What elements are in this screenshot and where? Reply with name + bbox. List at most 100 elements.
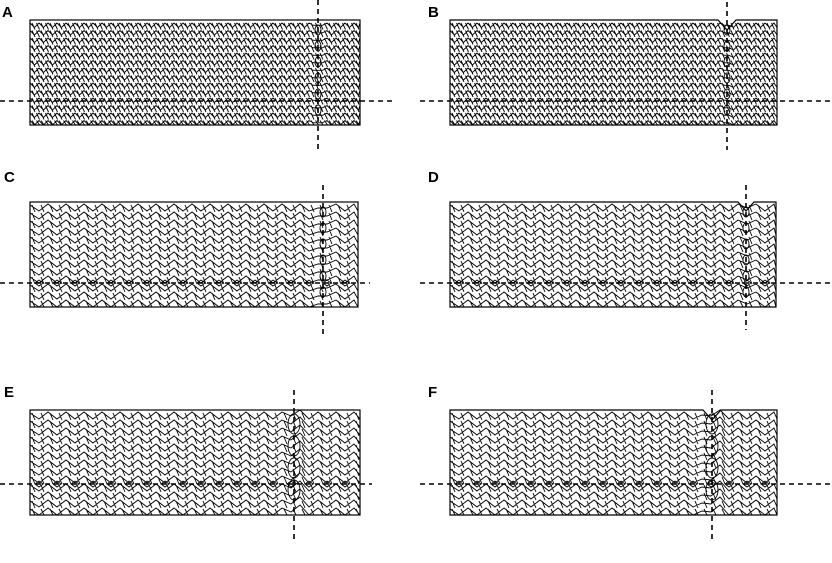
panel-b-pattern-defect-core bbox=[723, 88, 731, 100]
panel-e-pattern-axis-diamond bbox=[250, 480, 260, 488]
panel-f-pattern-axis-diamond bbox=[616, 480, 626, 488]
panel-e-pattern-axis-diamond bbox=[340, 480, 350, 488]
panel-b-pattern bbox=[449, 22, 778, 126]
panel-e-outline bbox=[29, 409, 361, 516]
panel-d-pattern bbox=[449, 203, 777, 308]
panel-a-pattern-defect-core bbox=[314, 104, 322, 116]
panel-c-pattern-texture bbox=[29, 203, 359, 308]
panel-e-pattern-axis-diamond bbox=[34, 480, 44, 488]
panel-e-pattern-axis-diamond bbox=[304, 480, 314, 488]
panel-d-pattern-axis-diamond bbox=[760, 279, 770, 287]
panel-f-pattern-axis-diamond bbox=[634, 480, 644, 488]
panel-c-outline bbox=[29, 201, 359, 308]
panel-e-pattern-axis-diamond bbox=[214, 480, 224, 488]
panel-e-pattern-axis-diamond bbox=[142, 480, 152, 488]
panel-d-pattern-axis-diamond bbox=[652, 279, 662, 287]
panel-e-pattern-axis-diamond bbox=[124, 480, 134, 488]
panel-e: E bbox=[0, 384, 372, 540]
panel-c-pattern-axis-diamond bbox=[340, 279, 350, 287]
panel-d-pattern-axis-diamond bbox=[634, 279, 644, 287]
panel-e-pattern-axis-diamond bbox=[196, 480, 206, 488]
panel-c-pattern-axis-diamond bbox=[304, 279, 314, 287]
panel-f-pattern-axis-diamond bbox=[526, 480, 536, 488]
panel-d-pattern-axis-diamond bbox=[580, 279, 590, 287]
panel-label-b: B bbox=[428, 4, 439, 21]
panel-d-pattern-axis-diamond bbox=[526, 279, 536, 287]
panel-c-pattern-axis-diamond bbox=[196, 279, 206, 287]
panel-d-pattern-texture bbox=[449, 203, 777, 308]
panel-c-pattern-axis-diamond bbox=[214, 279, 224, 287]
panel-b-outline bbox=[449, 19, 778, 126]
panel-c-pattern-axis-diamond bbox=[52, 279, 62, 287]
panel-f-pattern-axis-diamond bbox=[508, 480, 518, 488]
panel-label-a: A bbox=[2, 4, 13, 21]
panel-b-pattern-texture bbox=[449, 22, 778, 126]
panel-e-pattern-axis-diamond bbox=[286, 480, 296, 488]
panel-f-pattern-axis-diamond bbox=[742, 480, 752, 488]
panel-f-outline bbox=[449, 409, 778, 516]
panel-f-pattern-axis-diamond bbox=[562, 480, 572, 488]
panel-f-pattern-axis-diamond bbox=[652, 480, 662, 488]
panel-e-pattern-axis-diamond bbox=[70, 480, 80, 488]
panel-d-pattern-axis-diamond bbox=[508, 279, 518, 287]
panel-f-pattern bbox=[449, 409, 778, 516]
panel-e-pattern-axis-diamond bbox=[160, 480, 170, 488]
panel-d-pattern-axis-diamond bbox=[616, 279, 626, 287]
panel-c-pattern-axis-diamond bbox=[70, 279, 80, 287]
panel-d-pattern-axis-diamond bbox=[454, 279, 464, 287]
panel-d-pattern-axis-diamond bbox=[562, 279, 572, 287]
panel-a-pattern-defect-core bbox=[314, 24, 322, 36]
panel-c-pattern-axis-diamond bbox=[286, 279, 296, 287]
panel-d-pattern-axis-diamond bbox=[670, 279, 680, 287]
panel-c-pattern-axis-diamond bbox=[160, 279, 170, 287]
panel-e-pattern-texture bbox=[29, 409, 361, 516]
panel-e-pattern-axis-diamond bbox=[232, 480, 242, 488]
panel-label-f: F bbox=[428, 384, 437, 401]
panel-e-pattern bbox=[29, 409, 361, 516]
panel-a-outline bbox=[29, 19, 361, 126]
panel-c-pattern-axis-diamond bbox=[322, 279, 332, 287]
panel-c-pattern-axis-diamond bbox=[250, 279, 260, 287]
panel-d-pattern-axis-diamond bbox=[544, 279, 554, 287]
panel-e-pattern-axis-diamond bbox=[178, 480, 188, 488]
panel-c-pattern-axis-diamond bbox=[142, 279, 152, 287]
panel-label-e: E bbox=[4, 384, 14, 401]
panel-d-outline bbox=[449, 201, 777, 308]
panel-d-pattern-axis-diamond bbox=[490, 279, 500, 287]
panel-e-pattern-axis-diamond bbox=[88, 480, 98, 488]
panel-c-pattern-axis-diamond bbox=[232, 279, 242, 287]
panel-f-pattern-axis-diamond bbox=[760, 480, 770, 488]
panel-f-pattern-axis-diamond bbox=[724, 480, 734, 488]
panel-e-pattern-axis-diamond bbox=[106, 480, 116, 488]
panel-d-pattern-axis-diamond bbox=[724, 279, 734, 287]
panel-c-pattern-axis-diamond bbox=[88, 279, 98, 287]
panel-c-pattern-axis-diamond bbox=[268, 279, 278, 287]
panel-c: C bbox=[0, 169, 370, 335]
panel-e-pattern-axis-diamond bbox=[52, 480, 62, 488]
panel-a-pattern-texture bbox=[29, 22, 361, 126]
panel-f-pattern-texture bbox=[449, 409, 778, 516]
panel-label-c: C bbox=[4, 169, 15, 186]
panel-d: D bbox=[420, 169, 832, 330]
panel-e-pattern-defect-eye bbox=[287, 413, 301, 435]
panel-a: A bbox=[0, 0, 392, 150]
panel-f-pattern-axis-diamond bbox=[670, 480, 680, 488]
panel-d-pattern-axis-diamond bbox=[598, 279, 608, 287]
panel-f-pattern-defect-eye bbox=[705, 413, 719, 435]
panel-d-pattern-defect-core bbox=[742, 254, 750, 266]
panel-c-pattern bbox=[29, 203, 359, 308]
panel-f-pattern-axis-diamond bbox=[490, 480, 500, 488]
panel-f: F bbox=[420, 384, 832, 540]
panel-c-pattern-axis-diamond bbox=[106, 279, 116, 287]
panel-f-pattern-axis-diamond bbox=[580, 480, 590, 488]
panel-d-pattern-axis-diamond bbox=[688, 279, 698, 287]
panel-f-pattern-axis-diamond bbox=[454, 480, 464, 488]
panel-c-pattern-axis-diamond bbox=[178, 279, 188, 287]
panel-label-d: D bbox=[428, 169, 439, 186]
panel-e-pattern-axis-diamond bbox=[322, 480, 332, 488]
panel-b: B bbox=[420, 2, 832, 150]
panel-c-pattern-defect-core bbox=[319, 254, 327, 266]
panel-f-pattern-axis-diamond bbox=[688, 480, 698, 488]
panel-f-pattern-axis-diamond bbox=[598, 480, 608, 488]
